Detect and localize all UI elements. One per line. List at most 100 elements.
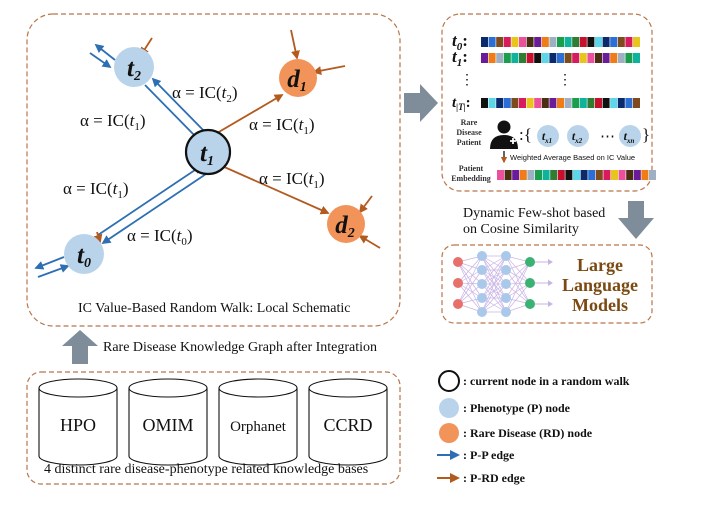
neural-network-icon bbox=[453, 251, 553, 317]
embedding-cell bbox=[557, 98, 564, 108]
kb-orphanet: Orphanet bbox=[218, 378, 298, 466]
node-t0: t0 bbox=[64, 234, 104, 274]
embedding-cell bbox=[557, 37, 564, 47]
embedding-cell bbox=[602, 53, 610, 63]
embedding-cell bbox=[587, 37, 595, 47]
legend-label-pp-edge: : P-P edge bbox=[463, 448, 515, 462]
embedding-vector-tT bbox=[481, 98, 640, 108]
embedding-cell bbox=[519, 37, 526, 47]
patient-label-line3: Patient bbox=[457, 138, 482, 147]
nn-neuron bbox=[501, 251, 511, 261]
fewshot-caption-line1: Dynamic Few-shot based bbox=[463, 206, 605, 221]
walk-panel bbox=[26, 13, 401, 327]
nn-neuron bbox=[453, 299, 463, 309]
llm-label-line3: Models bbox=[572, 295, 628, 315]
kb-caption: 4 distinct rare disease-phenotype relate… bbox=[44, 462, 368, 477]
pp-edge-t2-t1 bbox=[144, 77, 208, 142]
patient-embedding-label-line2: Embedding bbox=[451, 174, 491, 183]
embedding-row-label-t1: t1: bbox=[452, 47, 468, 69]
nn-neuron bbox=[501, 293, 511, 303]
node-d1: d1 bbox=[279, 59, 317, 97]
embedding-cell bbox=[610, 53, 618, 63]
embedding-cell bbox=[535, 170, 542, 180]
embedding-cell bbox=[488, 53, 496, 63]
llm-panel bbox=[441, 244, 653, 324]
node-t1-label: t1 bbox=[200, 140, 214, 169]
nn-neuron bbox=[477, 251, 487, 261]
embedding-cell bbox=[564, 98, 572, 108]
embedding-cell bbox=[602, 98, 610, 108]
embedding-cell bbox=[573, 170, 580, 180]
svg-text:tx1: tx1 bbox=[542, 129, 552, 145]
embedding-cell bbox=[603, 170, 611, 180]
legend-phenotype-node-marker bbox=[439, 398, 459, 418]
embedding-cell bbox=[541, 98, 549, 108]
embedding-cell bbox=[626, 170, 634, 180]
nn-neuron bbox=[525, 257, 535, 267]
embedding-cell bbox=[633, 37, 640, 47]
patient-set-ellipsis: ⋯ bbox=[600, 129, 615, 145]
nn-neuron bbox=[525, 299, 535, 309]
patient-set-item-n: txn bbox=[619, 125, 641, 147]
embedding-cell bbox=[587, 98, 595, 108]
up-arrow bbox=[62, 330, 98, 364]
legend: : current node in a random walk : Phenot… bbox=[437, 370, 630, 485]
svg-text:txn: txn bbox=[624, 129, 635, 145]
embedding-cell bbox=[527, 170, 535, 180]
node-t0-label: t0 bbox=[77, 242, 91, 271]
embedding-cell bbox=[579, 53, 587, 63]
embedding-vector-t0 bbox=[481, 37, 640, 47]
pp-edge-stub-t2 bbox=[89, 43, 116, 69]
edge-label-t2-t1: α = IC(t2) bbox=[172, 83, 238, 105]
nn-neuron bbox=[453, 257, 463, 267]
embedding-cell bbox=[496, 53, 504, 63]
patient-label-line1: Rare bbox=[461, 118, 478, 127]
pp-edge-t0-t1 bbox=[97, 164, 207, 245]
embedding-cell bbox=[579, 37, 587, 47]
weighted-label: Weighted Average Based on IC Value bbox=[510, 153, 635, 162]
embedding-cell bbox=[503, 53, 511, 63]
patient-embedding-label-line1: Patient bbox=[459, 164, 484, 173]
legend-label-phenotype: : Phenotype (P) node bbox=[463, 401, 571, 415]
patient-set-close: } bbox=[642, 125, 650, 144]
embedding-cell bbox=[618, 170, 626, 180]
embedding-cell bbox=[534, 98, 542, 108]
embedding-cell bbox=[557, 53, 564, 63]
embedding-cell bbox=[611, 170, 618, 180]
legend-disease-node-marker bbox=[439, 423, 459, 443]
embedding-cell bbox=[526, 53, 534, 63]
integration-caption: Rare Disease Knowledge Graph after Integ… bbox=[103, 340, 377, 355]
embedding-cell bbox=[549, 37, 557, 47]
kb-label: HPO bbox=[60, 415, 96, 435]
embedding-cell bbox=[496, 98, 504, 108]
embedding-cell bbox=[587, 53, 595, 63]
embedding-cell bbox=[641, 170, 649, 180]
right-arrow bbox=[404, 84, 438, 122]
legend-label-prd-edge: : P-RD edge bbox=[463, 471, 526, 485]
embedding-cell bbox=[541, 37, 549, 47]
embedding-cell bbox=[512, 170, 520, 180]
kb-hpo: HPO bbox=[38, 378, 118, 466]
embedding-cell bbox=[519, 98, 526, 108]
embedding-cell bbox=[595, 37, 602, 47]
edge-label-t1-d2: α = IC(t1) bbox=[259, 169, 325, 191]
embedding-cell bbox=[595, 170, 603, 180]
embedding-cell bbox=[595, 98, 602, 108]
embedding-row-label-t0: t0: bbox=[452, 31, 468, 53]
embedding-cell bbox=[572, 37, 580, 47]
embedding-cell bbox=[610, 98, 618, 108]
embedding-cell bbox=[511, 37, 519, 47]
embedding-cell bbox=[504, 170, 512, 180]
patient-icon bbox=[490, 120, 518, 149]
pp-edge-stub-t0 bbox=[34, 256, 70, 278]
edge-label-t0-t1: α = IC(t0) bbox=[127, 226, 193, 248]
embedding-vector-t1 bbox=[481, 53, 640, 63]
nn-neuron bbox=[477, 265, 487, 275]
embedding-cell bbox=[549, 53, 557, 63]
kb-label: OMIM bbox=[142, 415, 193, 435]
edge-label-t1-d1: α = IC(t1) bbox=[249, 115, 315, 137]
embedding-cell bbox=[602, 37, 610, 47]
embedding-cell bbox=[519, 53, 526, 63]
embedding-panel bbox=[441, 13, 653, 192]
